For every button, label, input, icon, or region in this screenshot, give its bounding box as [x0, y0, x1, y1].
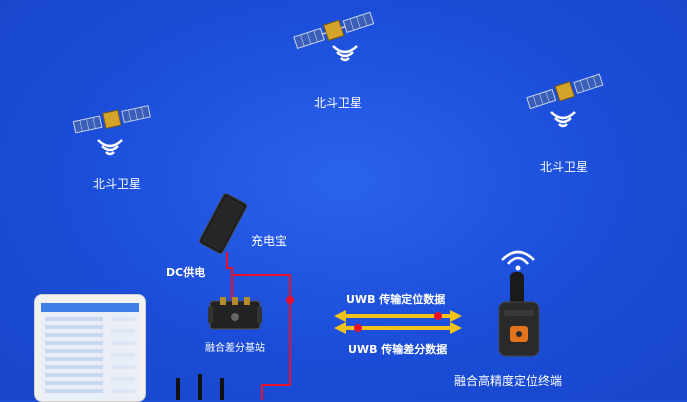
- terminal-icon: [498, 272, 540, 357]
- satellite-icon: [526, 73, 604, 110]
- tablet-screen: [41, 303, 139, 401]
- base-station-icon: [208, 297, 262, 330]
- signal-waves-icon: [550, 111, 576, 128]
- dc-cable: [232, 274, 291, 400]
- cable-junction: [286, 296, 294, 304]
- signal-waves-icon: [97, 139, 123, 156]
- satellite-icon: [72, 105, 151, 134]
- uwb-arrow-top: [334, 310, 462, 322]
- signal-waves-icon: [501, 250, 535, 271]
- terminal-label: 融合高精度定位终端: [454, 374, 563, 388]
- satellite-icon: [293, 11, 375, 50]
- dc-power-label: DC供电: [166, 266, 206, 279]
- uwb-bottom-label: UWB 传输差分数据: [348, 343, 448, 356]
- power-bank-icon: [199, 193, 248, 254]
- satellite-label-center: 北斗卫星: [314, 96, 363, 110]
- antenna-icon: [176, 374, 224, 400]
- power-bank-label: 充电宝: [251, 234, 288, 248]
- satellite-label-right: 北斗卫星: [540, 160, 589, 174]
- signal-waves-icon: [332, 45, 358, 62]
- power-cable: [226, 252, 233, 300]
- satellite-label-left: 北斗卫星: [93, 177, 142, 191]
- base-station-label: 融合差分基站: [205, 343, 265, 354]
- uwb-top-label: UWB 传输定位数据: [346, 293, 446, 306]
- uwb-arrow-bottom: [334, 322, 462, 334]
- tablet-icon: [34, 294, 146, 402]
